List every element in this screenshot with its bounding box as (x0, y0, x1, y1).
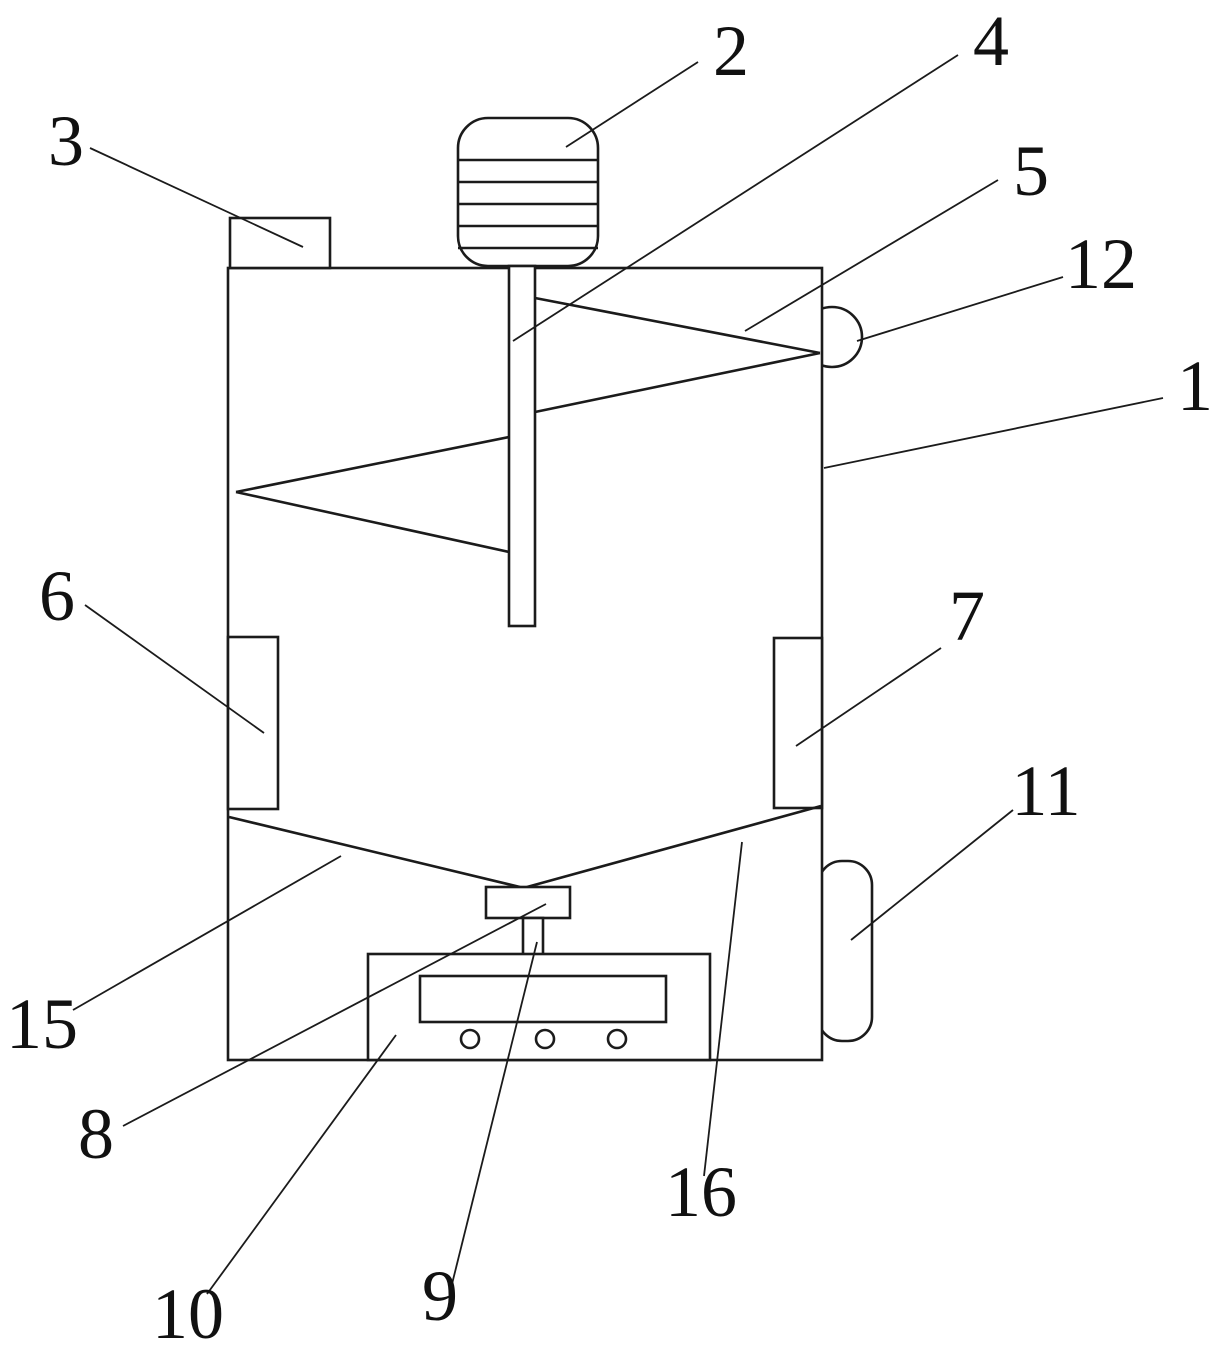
part-label-5: 5 (1013, 131, 1049, 211)
part-label-11: 11 (1011, 751, 1080, 831)
leader-line-9 (451, 941, 538, 1285)
mixing-blade-lower (235, 435, 510, 554)
part-label-3: 3 (48, 101, 84, 181)
display-screen (418, 974, 668, 1024)
discharge-valve-stem (521, 916, 545, 957)
leader-line-8 (122, 903, 547, 1127)
part-label-16: 16 (665, 1152, 737, 1232)
blade-edge-line (534, 296, 821, 355)
leader-line-5 (744, 179, 999, 332)
leader-line-16 (703, 841, 743, 1177)
agitator-shaft (507, 264, 537, 628)
leader-line-15 (72, 855, 342, 1011)
leader-line-2 (565, 61, 699, 148)
part-label-10: 10 (152, 1274, 224, 1349)
leader-line-11 (850, 809, 1014, 941)
hopper-right-line (526, 804, 822, 889)
leader-line-10 (206, 1034, 397, 1295)
leader-line-3 (89, 147, 304, 248)
hopper-left-line (228, 815, 521, 889)
leader-line-1 (823, 397, 1164, 469)
part-label-2: 2 (713, 11, 749, 91)
control-panel (366, 952, 712, 1062)
part-label-1: 1 (1177, 346, 1213, 426)
part-label-4: 4 (973, 1, 1009, 81)
wheel (816, 859, 874, 1043)
part-label-7: 7 (949, 576, 985, 656)
leader-line-7 (795, 647, 942, 747)
indicator-light (606, 1028, 628, 1050)
side-panel-right (772, 636, 824, 810)
blade-edge-line (534, 351, 821, 414)
indicator-light (534, 1028, 556, 1050)
blade-edge-line (235, 490, 510, 554)
blade-edge-line (235, 435, 510, 494)
part-label-6: 6 (39, 556, 75, 636)
part-label-12: 12 (1065, 224, 1137, 304)
part-label-8: 8 (78, 1094, 114, 1174)
leader-line-12 (856, 276, 1064, 342)
mixing-blade-upper (534, 296, 821, 414)
indicator-light (459, 1028, 481, 1050)
top-inlet-box (228, 216, 332, 270)
leader-line-6 (84, 604, 265, 734)
part-label-15: 15 (6, 984, 78, 1064)
leader-line-4 (512, 54, 959, 342)
part-label-9: 9 (422, 1256, 458, 1336)
side-panel-left (226, 635, 280, 811)
